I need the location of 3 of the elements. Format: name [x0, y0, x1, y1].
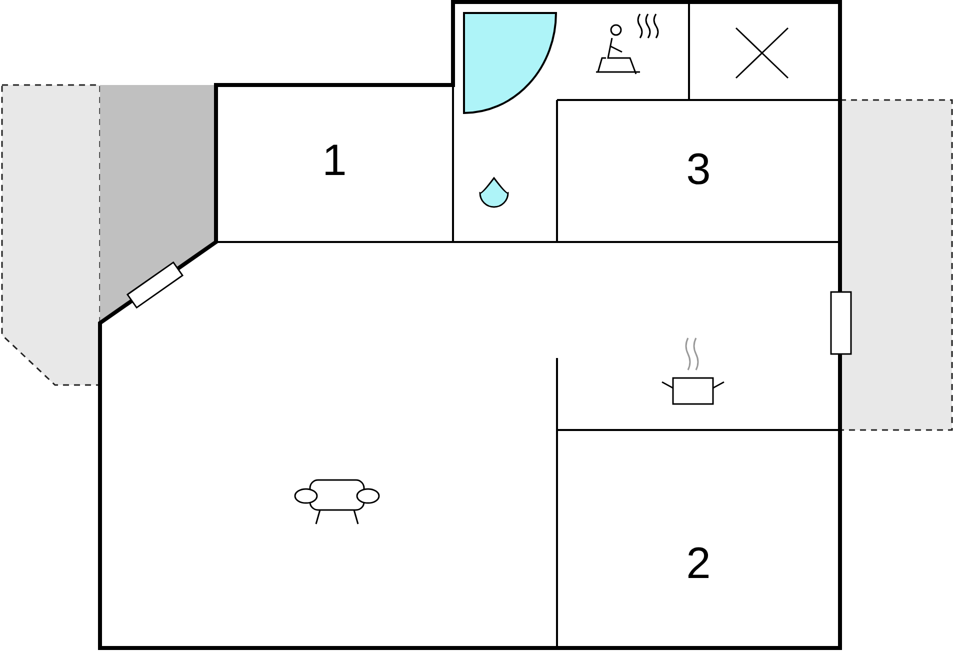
room-number: 1	[322, 139, 347, 183]
room-number: 2	[686, 542, 711, 586]
room-number: 3	[686, 148, 711, 192]
